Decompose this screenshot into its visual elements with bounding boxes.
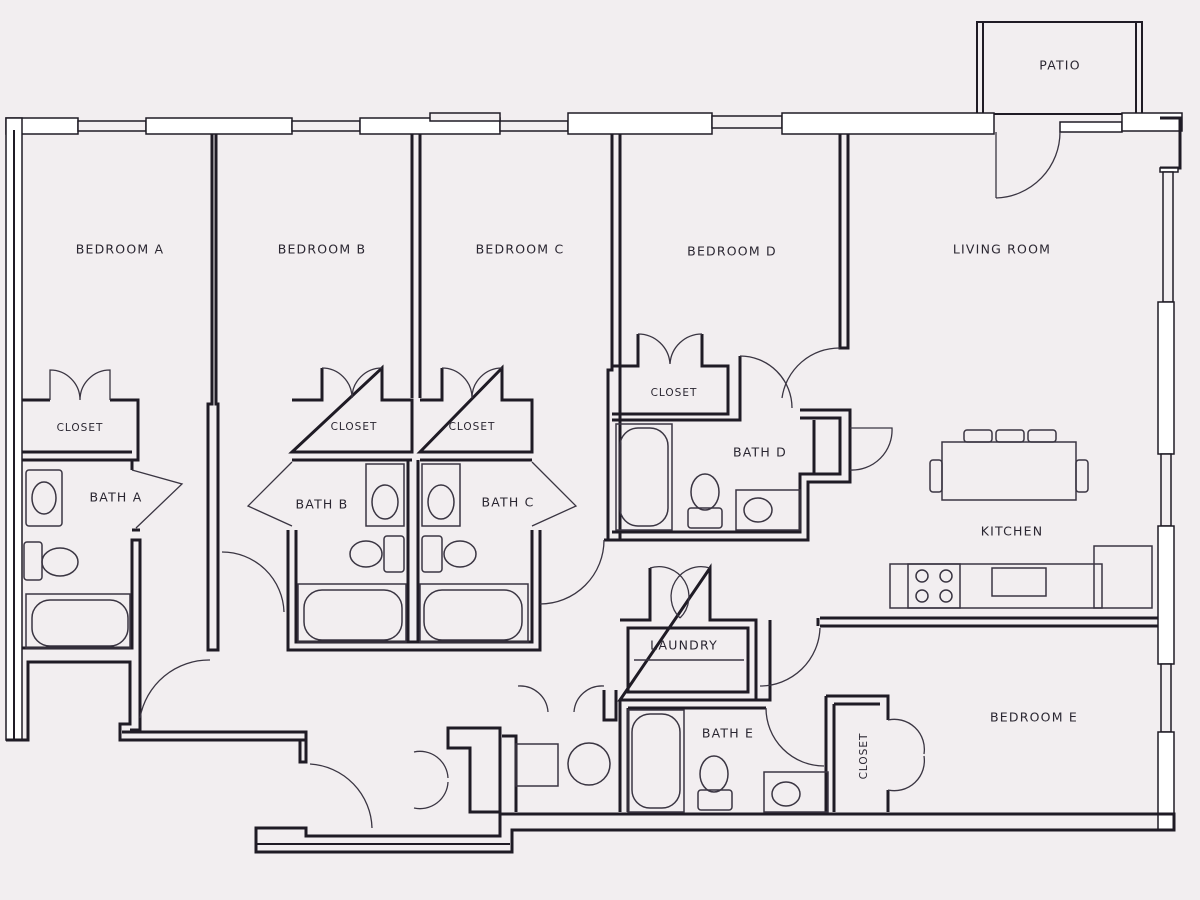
interior-walls xyxy=(22,134,1158,814)
label-closet-a: CLOSET xyxy=(57,422,104,434)
label-closet-e: CLOSET xyxy=(858,733,870,780)
label-kitchen: KITCHEN xyxy=(981,524,1044,539)
label-bedroom-b: BEDROOM B xyxy=(278,242,367,257)
room-labels: PATIO BEDROOM A BEDROOM B BEDROOM C BEDR… xyxy=(57,58,1080,780)
label-bedroom-e: BEDROOM E xyxy=(990,710,1078,725)
label-bath-c: BATH C xyxy=(481,495,534,510)
label-bedroom-c: BEDROOM C xyxy=(476,242,565,257)
door-swings xyxy=(49,131,1061,829)
label-bath-d: BATH D xyxy=(733,445,787,460)
label-laundry: LAUNDRY xyxy=(650,638,718,653)
label-closet-d: CLOSET xyxy=(651,387,698,399)
patio xyxy=(976,21,1143,115)
label-bath-e: BATH E xyxy=(702,726,754,741)
label-bedroom-a: BEDROOM A xyxy=(76,242,165,257)
label-bath-b: BATH B xyxy=(296,497,349,512)
fixtures xyxy=(23,423,1153,813)
label-closet-c: CLOSET xyxy=(449,421,496,433)
label-patio: PATIO xyxy=(1039,58,1080,73)
label-bath-a: BATH A xyxy=(90,490,143,505)
label-bedroom-d: BEDROOM D xyxy=(687,244,777,259)
label-closet-b: CLOSET xyxy=(331,421,378,433)
exterior-walls xyxy=(5,112,1183,854)
label-living-room: LIVING ROOM xyxy=(953,242,1051,257)
